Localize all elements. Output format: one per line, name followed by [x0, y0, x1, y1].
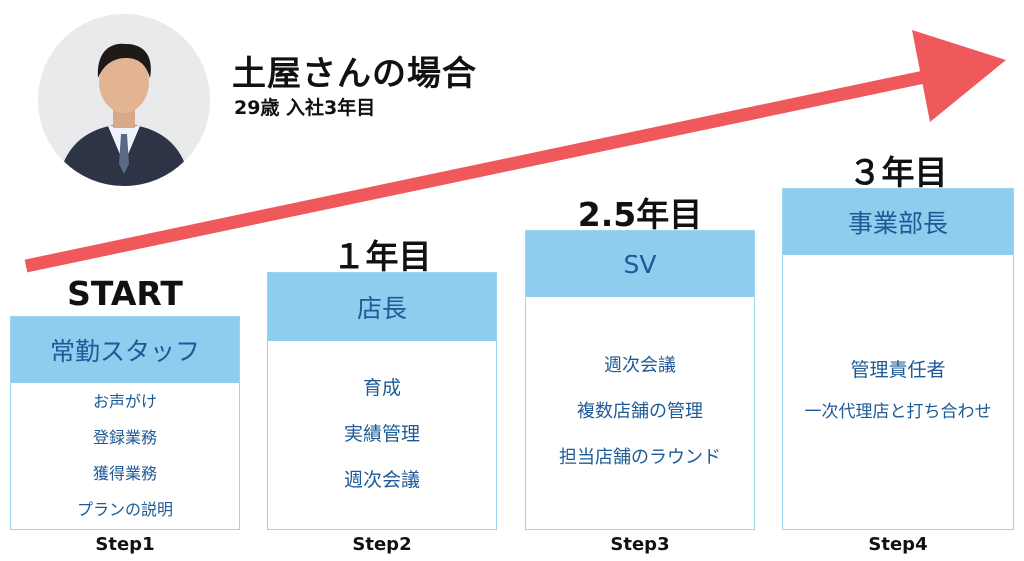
- duty-item: 育成: [362, 377, 401, 399]
- duty-item: 複数店舗の管理: [577, 401, 703, 422]
- duty-item: 登録業務: [92, 428, 157, 447]
- duty-item: 獲得業務: [92, 464, 157, 483]
- step-card-step3: SV 週次会議 複数店舗の管理 担当店舗のラウンド: [525, 230, 755, 530]
- duty-item: 週次会議: [604, 355, 676, 376]
- stage-label-step3: 2.5年目: [577, 195, 703, 234]
- step-label-step2: Step2: [352, 534, 412, 555]
- duty-list: お声がけ 登録業務 獲得業務 プランの説明: [11, 383, 239, 529]
- step-label-step1: Step1: [95, 534, 155, 555]
- duty-item: 一次代理店と打ち合わせ: [804, 402, 992, 422]
- step-card-step4: 事業部長 管理責任者 一次代理店と打ち合わせ: [782, 188, 1014, 530]
- step-label-step4: Step4: [868, 534, 928, 555]
- role-header: 常勤スタッフ: [11, 317, 239, 383]
- step-card-step1: 常勤スタッフ お声がけ 登録業務 獲得業務 プランの説明: [10, 316, 240, 530]
- growth-arrow-head: [912, 30, 1006, 122]
- person-photo-icon: [38, 14, 210, 186]
- duty-list: 週次会議 複数店舗の管理 担当店舗のラウンド: [526, 297, 754, 529]
- stage-label-step1: START: [67, 274, 183, 313]
- step-card-step2: 店長 育成 実績管理 週次会議: [267, 272, 497, 530]
- duty-item: プランの説明: [76, 500, 173, 519]
- step-label-step3: Step3: [610, 534, 670, 555]
- avatar: [38, 14, 210, 186]
- page-subtitle: 29歳 入社3年目: [234, 97, 376, 119]
- duty-item: 担当店舗のラウンド: [559, 447, 721, 468]
- page-title: 土屋さんの場合: [232, 54, 477, 94]
- duty-list: 管理責任者 一次代理店と打ち合わせ: [783, 255, 1013, 529]
- stage-label-step2: １年目: [332, 237, 432, 276]
- role-header: 店長: [268, 273, 496, 341]
- duty-item: 週次会議: [343, 469, 420, 491]
- duty-list: 育成 実績管理 週次会議: [268, 341, 496, 529]
- stage-label-step4: ３年目: [848, 153, 948, 192]
- duty-item: 実績管理: [343, 423, 420, 445]
- role-header: SV: [526, 231, 754, 297]
- duty-item: 管理責任者: [850, 359, 946, 381]
- duty-item: お声がけ: [92, 392, 157, 411]
- role-header: 事業部長: [783, 189, 1013, 255]
